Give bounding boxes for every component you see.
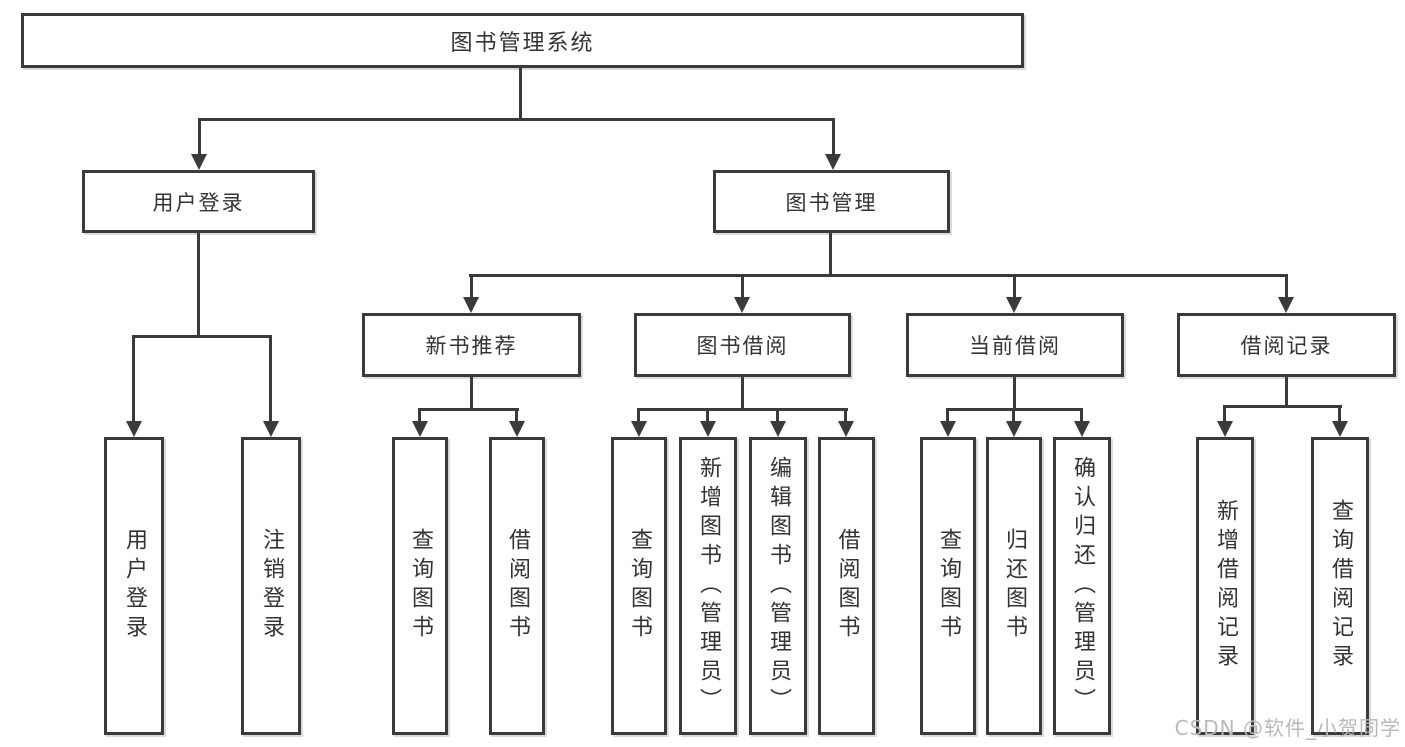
node-leaf-query-books-current: 查询图书	[920, 437, 976, 735]
connector-line	[946, 408, 949, 422]
connector-line	[198, 118, 835, 121]
node-borrow-records: 借阅记录	[1177, 313, 1396, 377]
node-leaf-query-books-recommend: 查询图书	[392, 437, 448, 735]
node-label: 新增借阅记录	[1213, 499, 1238, 673]
connector-line	[1223, 405, 1342, 408]
node-label: 新增图书（管理员）	[696, 455, 721, 717]
node-label: 借阅记录	[1240, 334, 1333, 358]
connector-line	[1338, 405, 1341, 422]
arrowhead-down	[1217, 421, 1233, 437]
node-current-borrow: 当前借阅	[906, 313, 1124, 377]
connector-line	[1223, 405, 1226, 422]
node-label: 当前借阅	[969, 334, 1061, 358]
node-label: 查询图书	[936, 528, 961, 644]
node-leaf-edit-books-admin: 编辑图书（管理员）	[749, 437, 807, 735]
node-leaf-query-books-borrow: 查询图书	[611, 437, 667, 735]
arrowhead-down	[825, 154, 841, 170]
connector-line	[132, 335, 135, 421]
arrowhead-down	[509, 421, 525, 437]
connector-line	[1012, 408, 1015, 422]
arrowhead-down	[463, 297, 479, 313]
connector-line	[832, 118, 835, 155]
node-label: 图书管理系统	[450, 30, 595, 56]
node-label: 用户登录	[122, 528, 147, 644]
connector-line	[637, 408, 848, 411]
node-label: 编辑图书（管理员）	[766, 455, 791, 717]
connector-line	[470, 377, 473, 408]
connector-line	[741, 274, 744, 298]
node-label: 归还图书	[1002, 528, 1027, 644]
arrowhead-down	[126, 421, 142, 437]
connector-line	[844, 408, 847, 422]
connector-line	[515, 408, 518, 422]
arrowhead-down	[1074, 421, 1090, 437]
connector-line	[776, 408, 779, 422]
connector-line	[519, 68, 522, 118]
connector-line	[741, 377, 744, 408]
connector-line	[1285, 377, 1288, 407]
connector-line	[198, 118, 201, 155]
node-label: 查询借阅记录	[1328, 499, 1353, 673]
arrowhead-down	[838, 421, 854, 437]
arrowhead-down	[734, 297, 750, 313]
connector-line	[1080, 408, 1083, 422]
connector-line	[132, 335, 272, 338]
node-label: 借阅图书	[505, 528, 530, 644]
node-leaf-add-borrow-record: 新增借阅记录	[1196, 437, 1254, 735]
connector-line	[418, 408, 421, 422]
arrowhead-down	[770, 421, 786, 437]
node-leaf-user-login: 用户登录	[104, 437, 164, 735]
arrowhead-down	[631, 421, 647, 437]
connector-line	[269, 335, 272, 421]
connector-line	[829, 233, 832, 274]
node-leaf-confirm-return-admin: 确认归还（管理员）	[1053, 437, 1111, 735]
node-label: 图书借阅	[696, 334, 789, 358]
node-book-borrow: 图书借阅	[634, 313, 851, 377]
connector-line	[470, 274, 473, 298]
arrowhead-down	[1332, 421, 1348, 437]
arrowhead-down	[940, 421, 956, 437]
connector-line	[1285, 274, 1288, 298]
arrowhead-down	[700, 421, 716, 437]
node-leaf-borrow-books-recommend: 借阅图书	[489, 437, 545, 735]
connector-line	[706, 408, 709, 422]
node-label: 借阅图书	[834, 528, 860, 644]
node-label: 确认归还（管理员）	[1070, 455, 1095, 717]
arrowhead-down	[191, 154, 207, 170]
connector-line	[637, 408, 640, 422]
node-label: 新书推荐	[425, 334, 518, 358]
node-root-library-system: 图书管理系统	[21, 13, 1024, 68]
node-leaf-query-borrow-record: 查询借阅记录	[1311, 437, 1369, 735]
node-leaf-return-books: 归还图书	[986, 437, 1042, 735]
node-label: 注销登录	[259, 528, 284, 644]
node-leaf-borrow-books: 借阅图书	[818, 437, 875, 735]
node-book-management: 图书管理	[713, 170, 950, 233]
arrowhead-down	[412, 421, 428, 437]
node-label: 图书管理	[785, 190, 878, 215]
connector-line	[469, 274, 1288, 277]
connector-line	[1013, 274, 1016, 298]
node-label: 查询图书	[627, 528, 652, 644]
connector-line	[1013, 377, 1016, 408]
node-label: 用户登录	[152, 190, 245, 215]
arrowhead-down	[263, 421, 279, 437]
node-label: 查询图书	[408, 528, 433, 644]
connector-line	[197, 233, 200, 335]
connector-line	[418, 408, 519, 411]
node-new-book-recommend: 新书推荐	[362, 313, 581, 377]
arrowhead-down	[1006, 297, 1022, 313]
node-leaf-logout: 注销登录	[241, 437, 301, 735]
node-user-login: 用户登录	[82, 170, 315, 233]
csdn-watermark: CSDN @软件_小贺同学	[1174, 716, 1401, 740]
arrowhead-down	[1006, 421, 1022, 437]
arrowhead-down	[1278, 297, 1294, 313]
node-leaf-add-books-admin: 新增图书（管理员）	[679, 437, 737, 735]
